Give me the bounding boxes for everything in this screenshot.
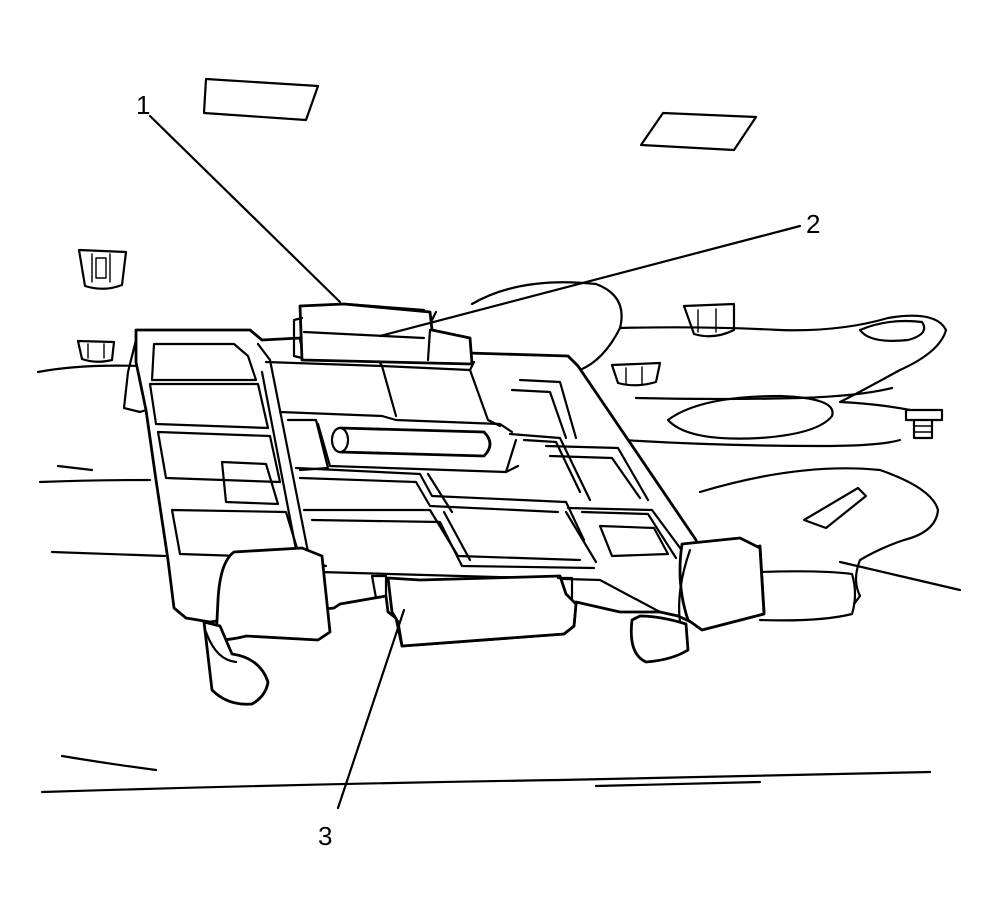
leader-line-1 [148, 114, 342, 304]
left-hook-clip [202, 546, 332, 706]
stud-fastener [904, 408, 944, 440]
leader-line-3 [336, 608, 406, 810]
right-hook-clip [629, 536, 766, 664]
top-pad-right [639, 111, 758, 152]
cylinder-component [316, 422, 520, 474]
clip-hole-left-upper [77, 248, 128, 290]
callout-3: 3 [318, 821, 332, 851]
clip-hole-right-lower [610, 361, 662, 387]
top-pad-left [202, 77, 320, 122]
slot-opening [802, 486, 868, 530]
oval-recess-large [666, 394, 834, 440]
callout-1: 1 [136, 90, 150, 120]
module-tray-bracket [122, 328, 766, 706]
background-body-panel [36, 77, 962, 794]
clip-hole-left-lower [76, 339, 116, 363]
control-module [292, 302, 474, 366]
oval-recess-small [858, 319, 926, 342]
callout-2: 2 [806, 209, 820, 239]
clip-hole-right-upper [682, 302, 736, 338]
leader-line-2 [378, 224, 802, 338]
